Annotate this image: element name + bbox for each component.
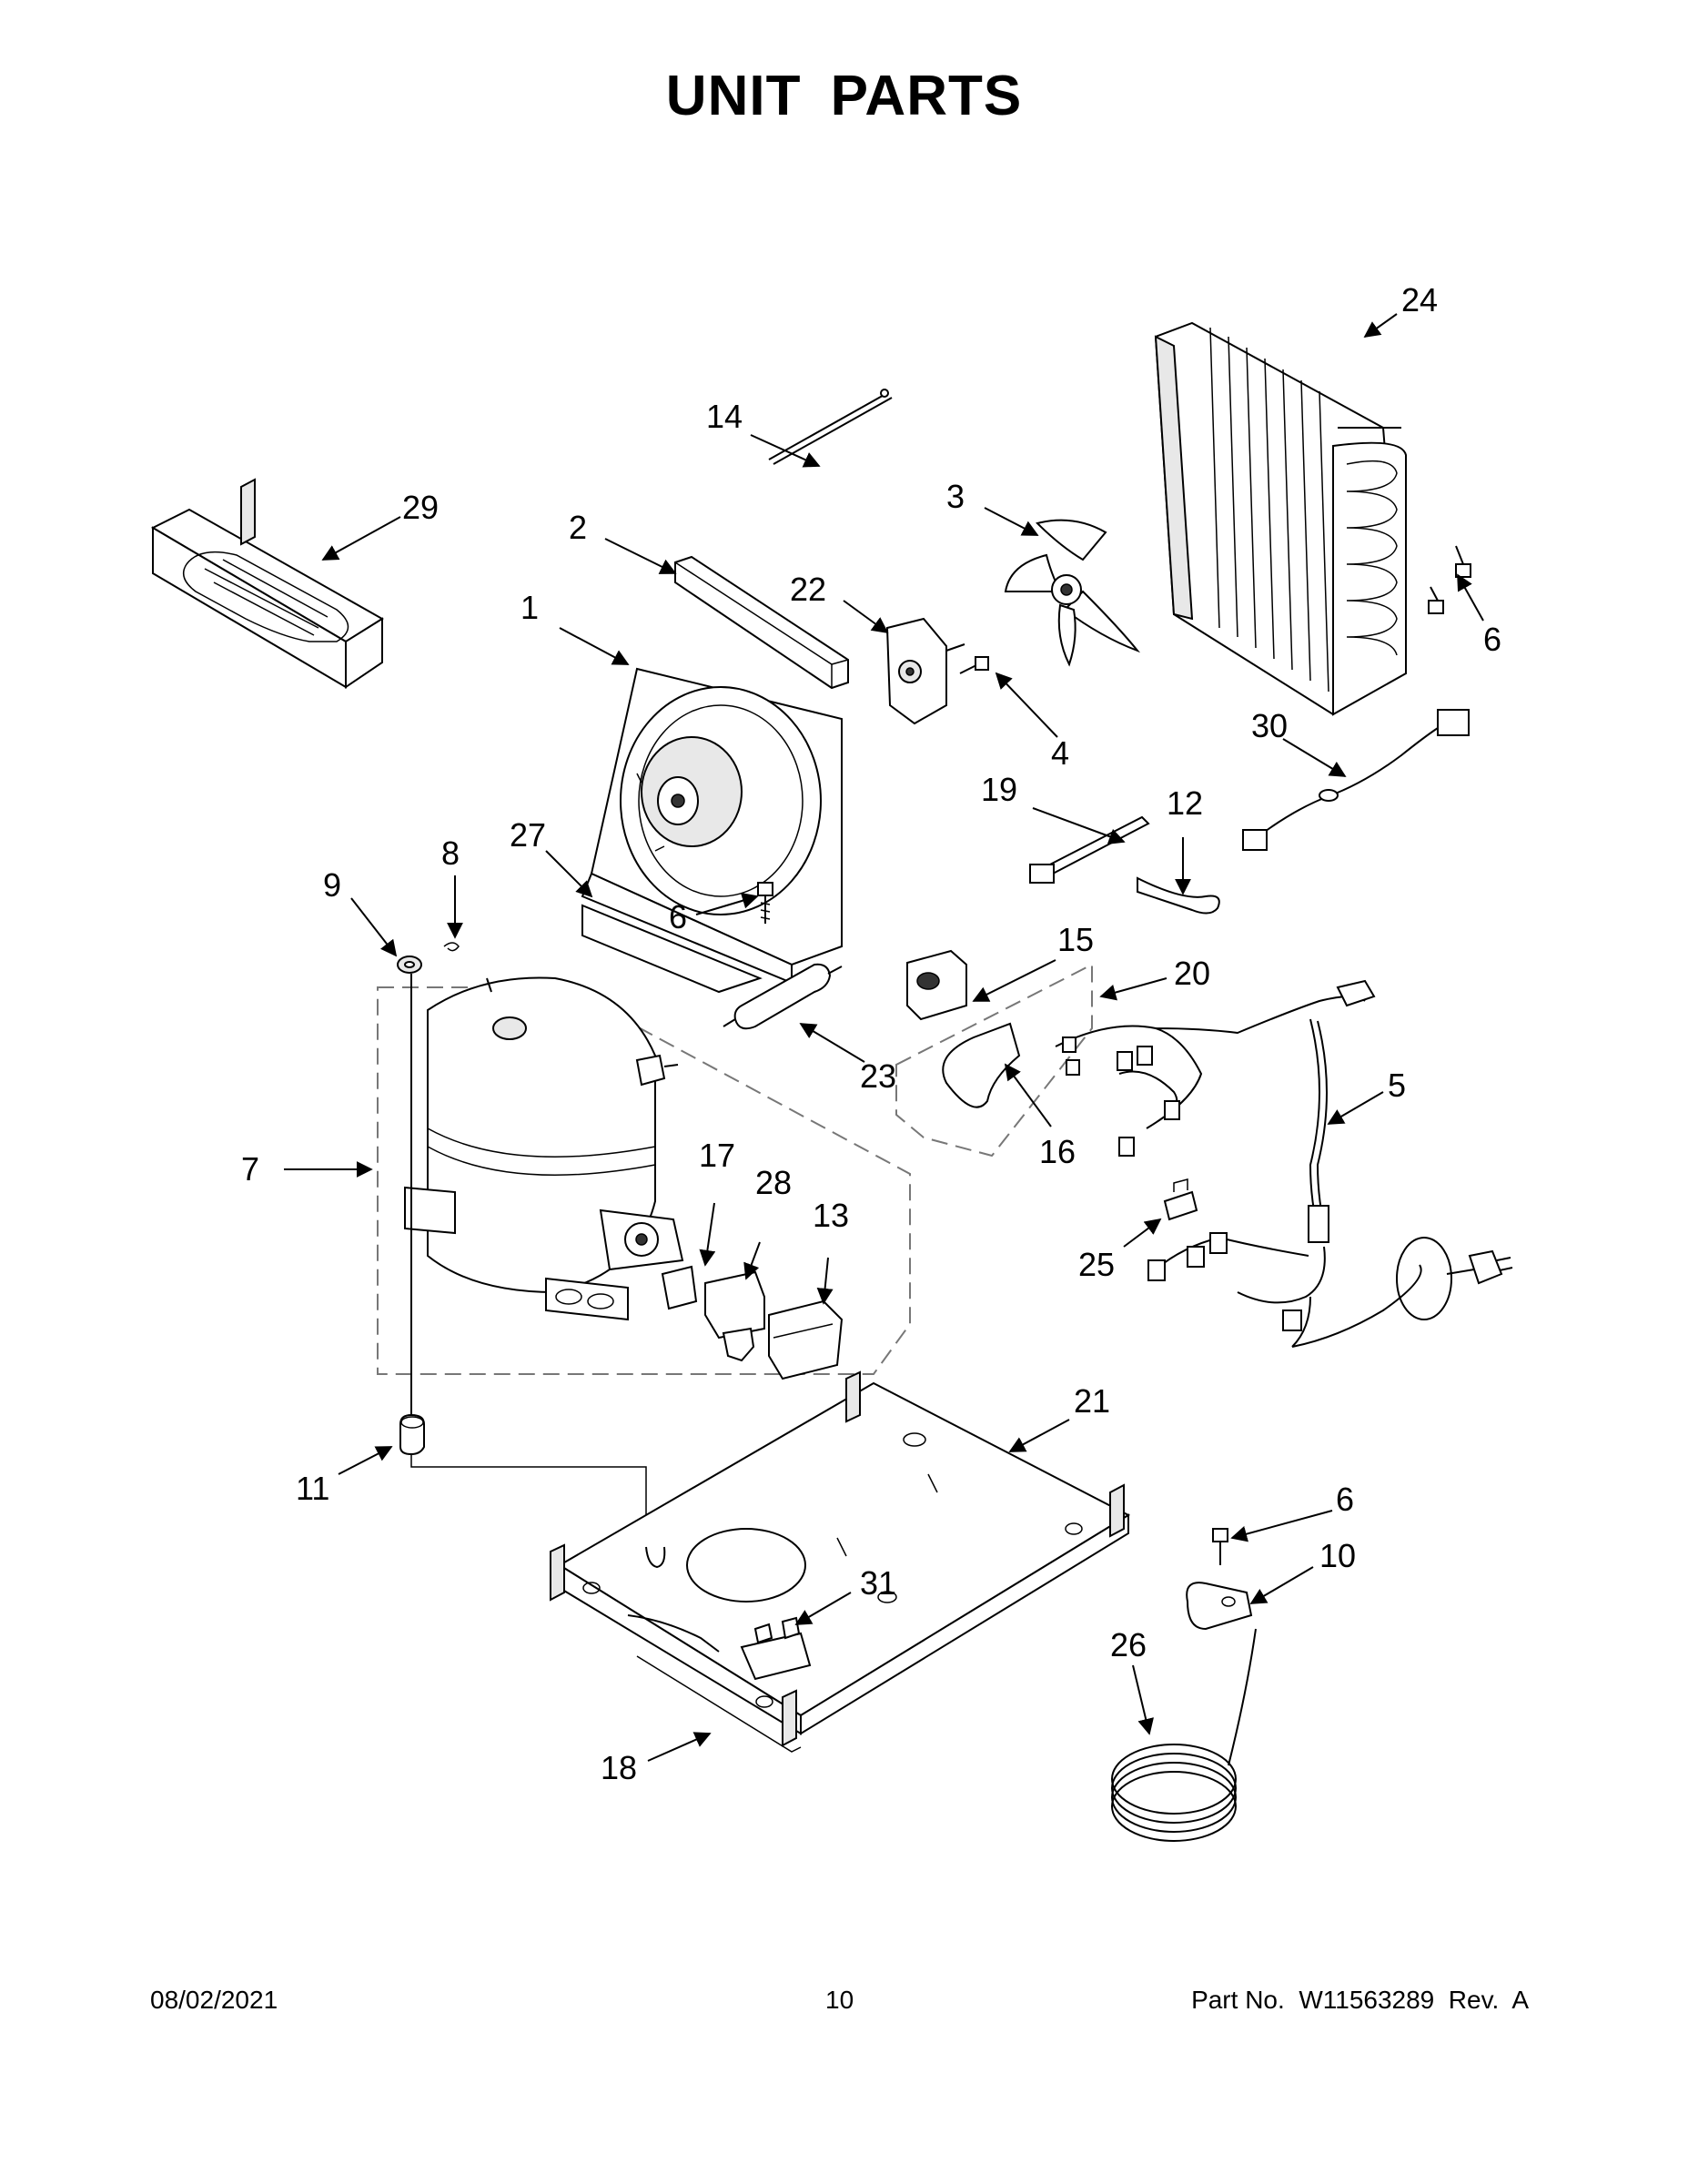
callout-29: 29 — [402, 489, 439, 526]
callout-labels: 1 2 3 4 5 6 6 6 7 8 9 10 11 12 13 14 15 … — [241, 281, 1501, 1786]
bracket-clip-part — [942, 1022, 1021, 1108]
wire-harness-part — [1055, 979, 1513, 1348]
callout-24: 24 — [1401, 281, 1438, 318]
callout-27: 27 — [510, 816, 546, 854]
thermistor-cable-part — [1242, 709, 1470, 851]
compressor-part — [404, 976, 684, 1321]
tube-clamp-part — [1186, 1582, 1253, 1631]
harness-clip-part — [1163, 1178, 1198, 1221]
insulation-pad-part — [636, 1655, 802, 1753]
shroud-screw-part — [757, 882, 773, 924]
callout-7: 7 — [241, 1150, 259, 1188]
callout-12: 12 — [1167, 784, 1203, 822]
callout-1: 1 — [521, 589, 539, 626]
terminal-clip-part — [661, 1265, 698, 1310]
grommet-part — [397, 956, 422, 974]
wire-tie-part — [768, 389, 893, 465]
motor-screw-part — [959, 656, 989, 674]
coiled-tube-part — [1111, 1628, 1257, 1842]
callout-21: 21 — [1074, 1382, 1110, 1420]
callout-14: 14 — [706, 398, 743, 435]
callout-26: 26 — [1110, 1626, 1147, 1663]
filter-drier-part — [723, 963, 843, 1030]
fan-blade-part — [1004, 519, 1141, 667]
callout-25: 25 — [1078, 1246, 1115, 1283]
shroud-bracket-part — [581, 904, 763, 994]
solenoid-part — [906, 949, 967, 1021]
overload-cover-part — [768, 1299, 844, 1380]
small-clip-part — [443, 942, 460, 952]
callout-6b: 6 — [669, 898, 687, 935]
page-title: UNIT PARTS — [665, 65, 1023, 127]
rubber-foot-part — [399, 1413, 425, 1456]
start-relay-part — [704, 1270, 765, 1362]
callout-30: 30 — [1251, 707, 1288, 744]
callout-22: 22 — [790, 571, 826, 608]
callout-16: 16 — [1039, 1133, 1076, 1170]
drip-tray-part — [150, 478, 384, 689]
tube-hook-part — [1137, 876, 1220, 915]
callout-6a: 6 — [1483, 621, 1501, 658]
water-valve-part — [740, 1616, 812, 1681]
footer-page-number: 10 — [825, 1986, 854, 2014]
footer-part-number: Part No. W11563289 Rev. A — [1191, 1986, 1529, 2014]
clamp-screw-part — [1212, 1528, 1228, 1565]
callout-15: 15 — [1057, 921, 1094, 958]
fan-motor-part — [885, 617, 965, 725]
callout-11: 11 — [296, 1470, 329, 1507]
callout-23: 23 — [860, 1057, 896, 1095]
alignment-line — [410, 1454, 647, 1547]
fan-shroud-part — [581, 667, 843, 985]
cable-tie-part — [1029, 815, 1150, 884]
callout-8: 8 — [441, 834, 460, 872]
callout-18: 18 — [601, 1749, 637, 1786]
footer-date: 08/02/2021 — [150, 1986, 278, 2014]
callout-28: 28 — [755, 1164, 792, 1201]
callout-9: 9 — [323, 866, 341, 904]
callout-2: 2 — [569, 509, 587, 546]
callout-4: 4 — [1051, 734, 1069, 772]
callout-6c: 6 — [1336, 1481, 1354, 1518]
callout-17: 17 — [699, 1137, 735, 1174]
callout-3: 3 — [946, 478, 965, 515]
callout-13: 13 — [813, 1197, 849, 1234]
harness-group-outline — [895, 963, 1093, 1158]
callout-31: 31 — [860, 1564, 896, 1602]
callout-5: 5 — [1388, 1067, 1406, 1104]
foam-strip-part — [674, 555, 849, 690]
leader-lines — [284, 313, 1484, 1762]
callout-20: 20 — [1174, 955, 1210, 992]
callout-19: 19 — [981, 771, 1017, 808]
callout-10: 10 — [1319, 1537, 1356, 1574]
condenser-screws-part — [1428, 545, 1471, 614]
condenser-part — [1154, 321, 1407, 716]
base-plate-part — [550, 1370, 1131, 1747]
